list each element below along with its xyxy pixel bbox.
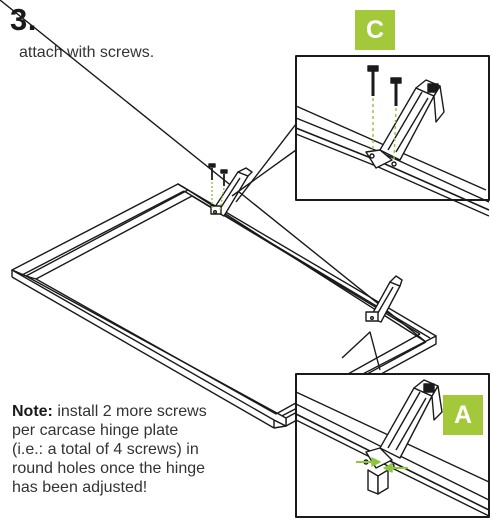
- callout-badge-c: C: [355, 10, 395, 50]
- note-text: Note: install 2 more screws per carcase …: [12, 402, 212, 520]
- hinge-icon: [210, 167, 253, 217]
- step-instruction: attach with screws.: [19, 44, 155, 61]
- detail-view-top: [295, 55, 490, 217]
- detail-view-bottom: [295, 373, 490, 518]
- screw-icon: [367, 65, 402, 161]
- note-body: install 2 more screws per carcase hinge …: [12, 403, 207, 496]
- arrow-icon: [356, 457, 408, 473]
- hinge-icon: [365, 275, 403, 323]
- screw-icon: [208, 163, 228, 211]
- callout-badge-a: A: [443, 395, 483, 435]
- note-label: Note:: [12, 403, 53, 420]
